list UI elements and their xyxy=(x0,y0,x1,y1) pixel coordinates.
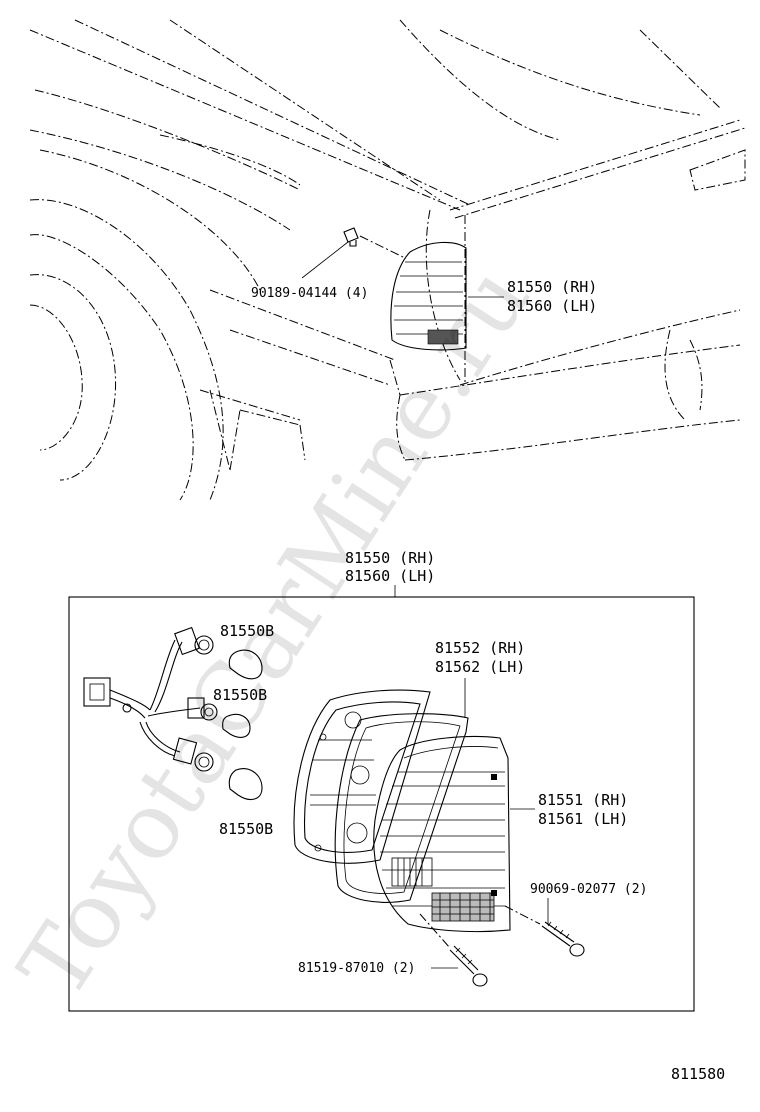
clip-part-number-label: 90189-04144 (4) xyxy=(251,286,368,301)
screw-bottom-label: 81519-87010 (2) xyxy=(298,961,415,976)
bulb-socket-3 xyxy=(172,737,214,772)
bulb-2-label: 81550B xyxy=(213,686,267,704)
vehicle-rear-outline xyxy=(29,19,746,501)
installed-tail-lamp xyxy=(390,241,467,351)
bulb-socket-2 xyxy=(187,697,218,721)
bulb-3-label: 81550B xyxy=(219,820,273,838)
screw-90069-02077 xyxy=(504,905,585,957)
assembly-lh-label: 81560 (LH) xyxy=(345,567,435,585)
lamp-rh-label: 81550 (RH) xyxy=(507,278,597,296)
lamp-gasket xyxy=(334,713,469,903)
diagram-code: 811580 xyxy=(671,1065,725,1083)
lamp-lens xyxy=(373,735,511,933)
bulb-2 xyxy=(222,713,251,738)
bulb-1-label: 81550B xyxy=(220,622,274,640)
assembly-rh-label: 81550 (RH) xyxy=(345,549,435,567)
lamp-housing xyxy=(293,689,431,864)
gasket-rh-label: 81552 (RH) xyxy=(435,639,525,657)
lens-lh-label: 81561 (LH) xyxy=(538,810,628,828)
bulb-socket-1 xyxy=(174,626,214,656)
lens-rh-label: 81551 (RH) xyxy=(538,791,628,809)
bulb-3 xyxy=(228,768,263,801)
clip-90189-04144 xyxy=(301,227,406,279)
screw-right-label: 90069-02077 (2) xyxy=(530,882,647,897)
bulb-1 xyxy=(228,649,263,680)
assembly-box-frame xyxy=(68,596,695,1012)
screw-81519-87010 xyxy=(419,913,488,987)
lamp-lh-label: 81560 (LH) xyxy=(507,297,597,315)
gasket-lh-label: 81562 (LH) xyxy=(435,658,525,676)
